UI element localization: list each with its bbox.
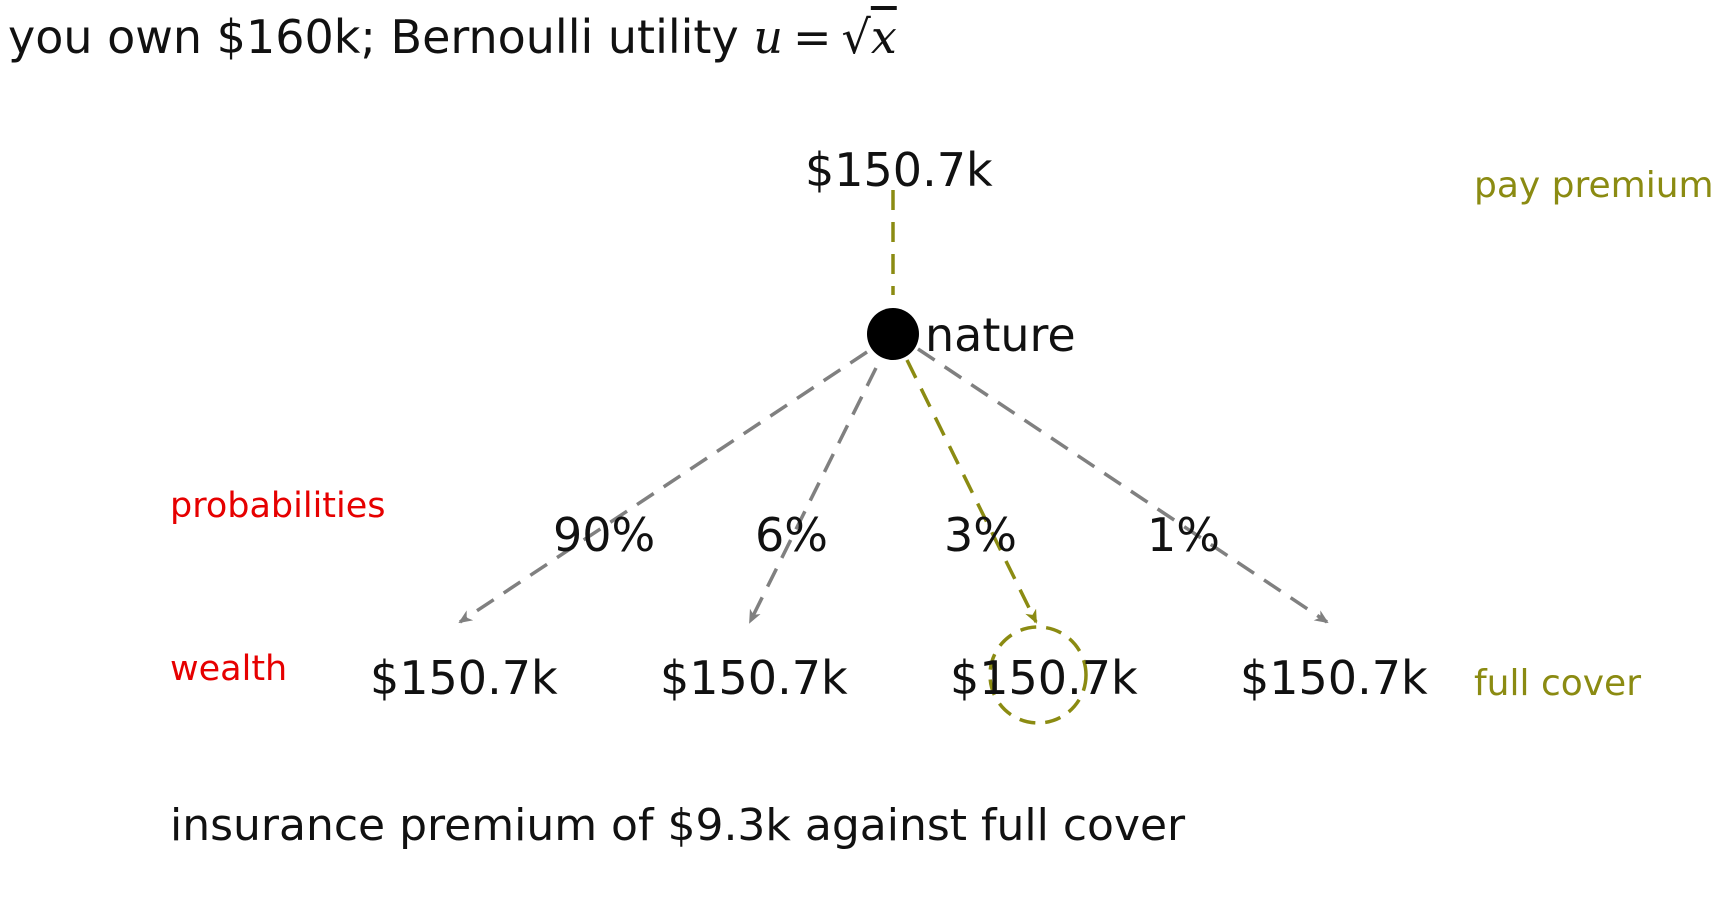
footer-note: insurance premium of $9.3k against full …: [170, 800, 1186, 851]
probabilities-label: probabilities: [170, 486, 386, 526]
wealth-value: $150.7k: [1240, 651, 1428, 705]
branch-edge-6: [748, 367, 878, 624]
probability-label: 1%: [1147, 508, 1220, 562]
probability-label: 3%: [944, 508, 1017, 562]
wealth-value: $150.7k: [370, 651, 558, 705]
nature-node: [867, 308, 919, 360]
formula-lhs: u: [753, 10, 783, 64]
wealth-value: $150.7k: [660, 651, 848, 705]
probability-label: 6%: [755, 508, 828, 562]
formula-sqrt-symbol: √: [841, 10, 871, 64]
wealth-value: $150.7k: [950, 651, 1138, 705]
header-text: you own $160k; Bernoulli utility: [8, 10, 739, 64]
highlight-circle: [988, 625, 1088, 725]
probability-label: 90%: [553, 508, 656, 562]
full-cover-label: full cover: [1474, 663, 1642, 704]
formula-equals: =: [792, 10, 832, 64]
page-title: you own $160k; Bernoulli utility u=√x: [8, 14, 897, 60]
branch-edge-1: [917, 347, 1329, 624]
nature-label: nature: [925, 308, 1076, 362]
wealth-label: wealth: [170, 649, 288, 689]
branch-edge-90: [458, 350, 868, 624]
pay-premium-label: pay premium!: [1474, 165, 1719, 206]
branch-edge-3: [905, 359, 1038, 624]
top-node-label: $150.7k: [805, 143, 993, 197]
formula-radicand: x: [870, 10, 897, 64]
